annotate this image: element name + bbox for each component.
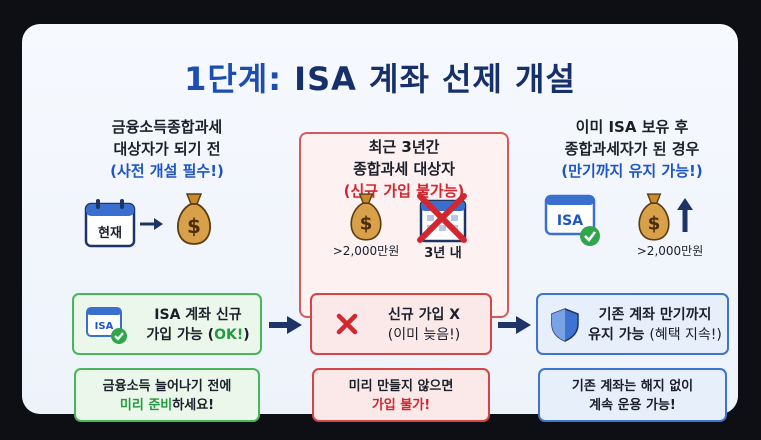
right-note-line1: 기존 계좌는 해지 없이 [571, 379, 694, 394]
middle-note-line2: 가입 불가! [371, 398, 431, 413]
money-bag-icon: $ [350, 193, 382, 241]
title-main: ISA 계좌 선제 개설 [294, 60, 576, 98]
left-heading-line2: 대상자가 되기 전 [113, 140, 221, 158]
right-box-line2: 유지 가능 (혜택 지속!) [588, 327, 722, 343]
calendar-label: 현재 [98, 226, 122, 241]
right-amount-label: >2,000만원 [636, 244, 704, 258]
middle-highlight-frame [299, 132, 509, 318]
up-arrow-icon [677, 198, 693, 232]
isa-card-icon: ISA [86, 307, 127, 344]
svg-text:$: $ [187, 214, 201, 238]
right-box-line1: 기존 계좌 만기까지 [598, 307, 712, 323]
svg-text:$: $ [360, 214, 373, 235]
middle-note: 미리 만들지 않으면 가입 불가! [312, 368, 490, 422]
middle-status-box: 신규 가입 X (이미 늦음!) [310, 293, 492, 355]
right-note-line2: 계속 운용 가능! [589, 398, 676, 413]
middle-amount-label: >2,000만원 [332, 244, 400, 258]
isa-card-text: ISA [557, 213, 583, 229]
svg-text:$: $ [648, 214, 661, 235]
right-heading-line2: 종합과세자가 된 경우 [564, 140, 700, 158]
right-note: 기존 계좌는 해지 없이 계속 운용 가능! [538, 368, 727, 422]
right-heading-note: (만기까지 유지 가능!) [561, 162, 703, 180]
middle-note-line1: 미리 만들지 않으면 [348, 379, 454, 394]
calendar-icon [84, 199, 136, 248]
check-icon [111, 328, 127, 344]
left-status-box: ISA ISA 계좌 신규 가입 가능 (OK!) [72, 293, 262, 355]
left-box-line2: 가입 가능 (OK!) [146, 327, 250, 343]
middle-box-line2: (이미 늦음!) [387, 327, 461, 343]
left-heading-line1: 금융소득종합과세 [111, 118, 223, 136]
money-bag-icon: $ [177, 193, 211, 245]
money-bag-icon: $ [638, 193, 670, 241]
left-heading-note: (사전 개설 필수!) [110, 162, 224, 180]
flow-arrow-left [269, 316, 302, 334]
middle-box-line1: 신규 가입 X [387, 307, 461, 323]
title-prefix: 1단계: [184, 60, 283, 98]
right-arrow-icon [140, 218, 163, 230]
middle-column-heading: 최근 3년간 종합과세 대상자 (신규 가입 불가능) [299, 136, 509, 202]
left-note-line1: 금융소득 늘어나기 전에 [102, 379, 232, 394]
page-title: 1단계: ISA 계좌 선제 개설 [22, 54, 738, 100]
left-box-line1: ISA 계좌 신규 [154, 307, 242, 323]
isa-card-icon: ISA [544, 194, 600, 246]
flow-arrow-right [498, 316, 531, 334]
right-column-heading: 이미 ISA 보유 후 종합과세자가 된 경우 (만기까지 유지 가능!) [532, 116, 732, 182]
left-column-heading: 금융소득종합과세 대상자가 되기 전 (사전 개설 필수!) [72, 116, 262, 182]
cross-icon [417, 193, 467, 243]
middle-heading-note: (신규 가입 불가능) [343, 182, 465, 200]
right-heading-line1: 이미 ISA 보유 후 [575, 118, 689, 136]
middle-heading-line1: 최근 3년간 [368, 138, 440, 156]
middle-heading-line2: 종합과세 대상자 [353, 160, 455, 178]
isa-card-text: ISA [95, 321, 114, 332]
cross-icon [336, 313, 358, 335]
left-note: 금융소득 늘어나기 전에 미리 준비하세요! [74, 368, 260, 422]
left-note-line2: 미리 준비하세요! [119, 398, 215, 413]
infographic-card: 1단계: ISA 계좌 선제 개설 금융소득종합과세 대상자가 되기 전 (사전… [22, 24, 738, 422]
shield-icon [551, 308, 579, 342]
right-status-box: 기존 계좌 만기까지 유지 가능 (혜택 지속!) [536, 293, 729, 355]
check-icon [580, 226, 600, 246]
middle-period-label: 3년 내 [424, 246, 462, 261]
